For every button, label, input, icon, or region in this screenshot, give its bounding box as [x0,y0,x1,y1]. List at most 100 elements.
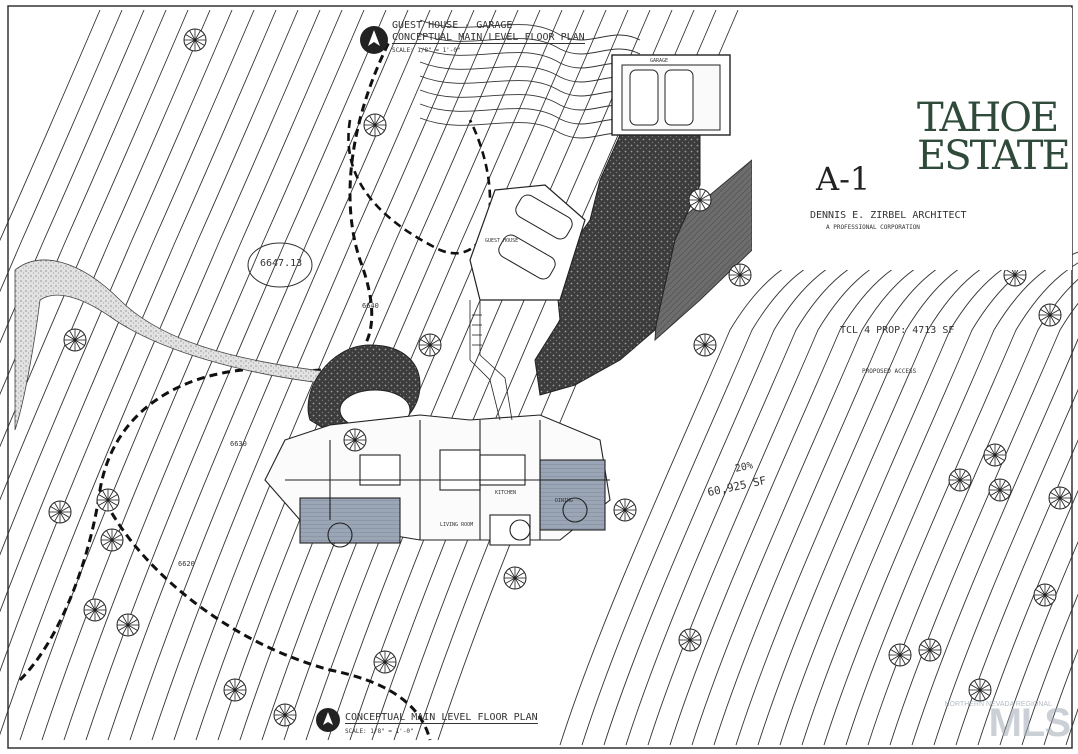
contour-line [0,9,123,293]
access-label: PROPOSED ACCESS [862,368,917,375]
tree-icon [48,500,72,524]
contour-line [217,9,519,741]
contour-line [603,249,865,746]
top-title-line2: CONCEPTUAL MAIN LEVEL FLOOR PLAN [392,32,585,44]
walkway-stairs [469,300,513,421]
bottom-title-line1: CONCEPTUAL MAIN LEVEL FLOOR PLAN [345,712,538,724]
tree-icon [373,650,397,674]
trail-path [14,259,331,431]
tree-icon [983,443,1007,467]
contour-line [713,249,975,746]
contour-line [419,33,641,55]
tree-icon [988,478,1012,502]
sheet-number: A-1 [816,160,871,198]
lot-area-label: TCL 4 PROP: 4713 SF [840,325,955,336]
contour-line [823,251,1078,746]
contour-line [0,9,101,242]
property-line-top-loop [347,119,492,255]
contour-line [757,249,1019,746]
top-title-scale: SCALE: 1/8" = 1'-0" [392,47,461,54]
watermark-subtext: NORTHERN NEVADA REGIONAL [944,701,1053,708]
contour-line [0,9,255,613]
contour-line [129,9,431,741]
elevation-peak-label: 6647.13 [260,258,303,269]
tree-icon [918,638,942,662]
contour-line [1021,593,1078,746]
logo-line2: ESTATE [917,133,1071,179]
architect-name: DENNIS E. ZIRBEL ARCHITECT [810,210,967,221]
main-house [264,414,611,548]
logo-line1: TAHOE [917,95,1059,141]
contour-line [0,9,299,736]
garage [611,54,731,136]
room-living-label: LIVING ROOM [440,522,474,528]
tree-icon [83,598,107,622]
contour-line [669,249,931,746]
contour-line [239,9,541,741]
contour-line [735,249,997,746]
tree-icon [96,488,120,512]
tree-icon [63,328,87,352]
contour-line [779,249,1041,746]
tree-icon [343,428,367,452]
contour-line [977,489,1078,746]
contour-line [85,9,387,741]
room-guest-label: GUEST HOUSE [485,238,519,244]
north-arrow-icon-bottom [316,708,340,732]
north-arrow-icon-top [360,26,388,54]
contour-line [933,388,1078,746]
contour-line [559,249,821,746]
tree-icon [678,628,702,652]
contour-line [151,9,453,741]
contour-line [955,439,1078,746]
contour-line [999,540,1078,746]
architect-subtitle: A PROFESSIONAL CORPORATION [826,224,920,231]
architect-block: A-1 DENNIS E. ZIRBEL ARCHITECT A PROFESS… [768,160,1068,270]
property-line-bottom [98,489,432,741]
tree-icon [1038,303,1062,327]
tree-icon [613,498,637,522]
contour-line [0,9,277,673]
room-garage-label: GARAGE [650,58,669,64]
top-title-line1: GUEST HOUSE - GARAGE [392,20,513,31]
guest-house [469,184,586,301]
room-kitchen-label: KITCHEN [495,490,517,496]
tree-icon [223,678,247,702]
tree-icon [948,468,972,492]
mls-watermark: MLS [988,701,1071,745]
bottom-title-scale: SCALE: 1/8" = 1'-0" [345,728,414,735]
tree-icon [728,263,752,287]
tree-icon [363,113,387,137]
contour-line [845,262,1078,746]
contour-line [173,9,475,741]
tree-icon [183,28,207,52]
contour-line [691,249,953,746]
contour-line [41,9,343,741]
tree-icon [693,333,717,357]
tree-icon [888,643,912,667]
room-dining-label: DINING [555,498,574,504]
tree-icon [1033,583,1057,607]
tree-icon [100,528,124,552]
contour-line [911,338,1078,746]
title-panel [752,8,1072,270]
tree-icon [116,613,140,637]
contour-line [581,249,843,746]
contour-line [625,249,887,746]
tree-icon [273,703,297,727]
tahoe-estate-logo: TAHOE ESTATE [905,98,1075,188]
contour-6640-label: 6640 [362,302,379,310]
contour-line [63,9,365,741]
elevation-contour-peak [247,242,313,288]
tree-icon [968,678,992,702]
contour-line [647,249,909,746]
contour-6630-label: 6630 [230,440,247,448]
tree-icon [1048,486,1072,510]
contour-line [195,9,497,741]
contour-line [419,19,641,41]
tree-icon [418,333,442,357]
contour-6620-label: 6620 [178,560,195,568]
property-line [18,39,392,682]
tree-icon [688,188,712,212]
